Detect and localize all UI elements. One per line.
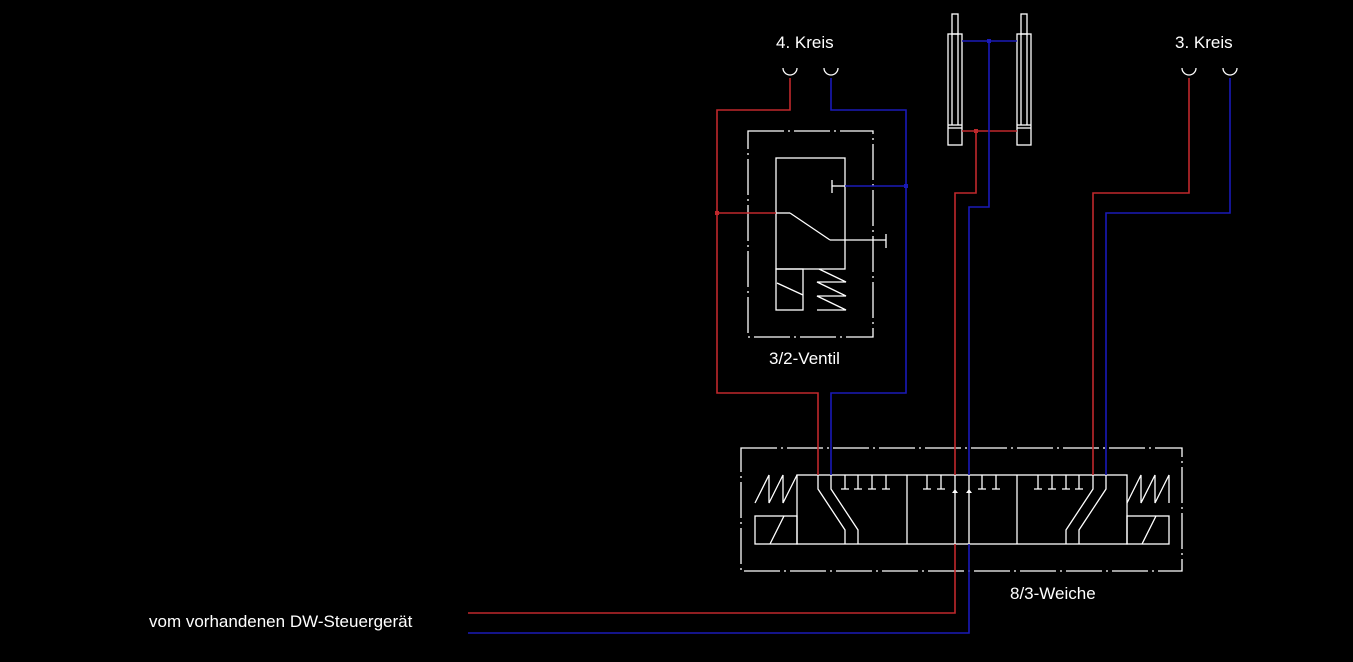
blocked-ports — [841, 475, 1083, 490]
line-blue-cylinder-feed — [968, 41, 990, 475]
line-red-cylinder-feed — [954, 131, 977, 475]
coupler-4-kreis — [782, 67, 839, 76]
switch-8-3 — [740, 447, 1183, 572]
coupler-port-blue-3 — [1222, 67, 1238, 76]
line-blue-3-kreis — [1105, 78, 1231, 475]
coupler-3-kreis — [1181, 67, 1238, 76]
coupler-port-red-4 — [782, 67, 798, 76]
label-8-3-weiche: 8/3-Weiche — [1010, 584, 1096, 603]
return-lines — [468, 39, 1231, 634]
valve-3-2 — [747, 130, 887, 338]
line-red-3-kreis — [1092, 78, 1190, 475]
cylinder-right — [1016, 13, 1032, 146]
line-blue-source — [468, 544, 970, 634]
label-4-kreis: 4. Kreis — [776, 33, 834, 52]
solenoid-actuator — [775, 268, 804, 311]
valve-3-2-boundary — [747, 130, 874, 338]
label-source: vom vorhandenen DW-Steuergerät — [149, 612, 413, 631]
pressure-lines — [468, 78, 1190, 614]
label-3-kreis: 3. Kreis — [1175, 33, 1233, 52]
coupler-port-blue-4 — [823, 67, 839, 76]
label-3-2-ventil: 3/2-Ventil — [769, 349, 840, 368]
line-red-4-kreis — [716, 78, 819, 475]
spring-return — [816, 268, 847, 311]
switch-8-3-boundary — [740, 447, 1183, 572]
line-blue-4-kreis — [830, 78, 907, 475]
line-red-source — [468, 544, 956, 614]
coupler-port-red-3 — [1181, 67, 1197, 76]
cylinder-left — [947, 13, 963, 146]
